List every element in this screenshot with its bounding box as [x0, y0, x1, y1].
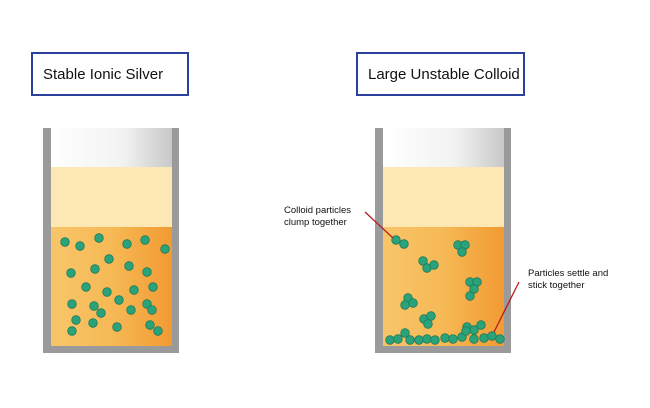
- silver-ion-particle: [89, 301, 99, 311]
- silver-ion-particle: [60, 237, 70, 247]
- large-unstable-colloid-title: Large Unstable Colloid: [356, 52, 525, 96]
- silver-ion-particle: [94, 233, 104, 243]
- silver-ion-particle: [67, 299, 77, 309]
- colloid-particle: [457, 247, 467, 257]
- silver-ion-particle: [126, 305, 136, 315]
- colloid-particle: [400, 300, 410, 310]
- right-particles: [385, 235, 505, 345]
- clump-annotation: Colloid particles clump together: [284, 205, 374, 229]
- settle-annotation-line2: stick together: [528, 280, 585, 291]
- colloid-particle: [400, 328, 410, 338]
- clump-annotation-line2: clump together: [284, 217, 347, 228]
- colloid-particle: [423, 319, 433, 329]
- colloid-particle: [495, 334, 505, 344]
- silver-ion-particle: [102, 287, 112, 297]
- colloid-particle: [408, 298, 418, 308]
- silver-ion-particle: [140, 235, 150, 245]
- colloid-particle: [414, 335, 424, 345]
- colloid-particle: [422, 334, 432, 344]
- silver-ion-particle: [142, 299, 152, 309]
- left-particles: [60, 233, 170, 336]
- clump-annotation-line1: Colloid particles: [284, 205, 352, 216]
- silver-ion-particle: [147, 305, 157, 315]
- colloid-particle: [418, 256, 428, 266]
- silver-ion-particle: [90, 264, 100, 274]
- silver-ion-particle: [104, 254, 114, 264]
- silver-ion-particle: [67, 326, 77, 336]
- colloid-particle: [476, 320, 486, 330]
- settle-annotation: Particles settle and stick together: [528, 268, 628, 292]
- colloid-particle: [469, 334, 479, 344]
- title-text-left: Stable Ionic Silver: [43, 65, 164, 83]
- colloid-particle: [393, 334, 403, 344]
- title-text-right: Large Unstable Colloid: [368, 65, 520, 83]
- colloid-particle: [440, 333, 450, 343]
- left-liquid-top-layer: [51, 167, 172, 227]
- colloid-particle: [465, 291, 475, 301]
- colloid-particle: [461, 326, 471, 336]
- colloid-particle: [405, 335, 415, 345]
- right-liquid-top-layer: [383, 167, 504, 227]
- silver-ion-particle: [148, 282, 158, 292]
- right-container-empty-space: [383, 128, 504, 167]
- silver-ion-particle: [142, 267, 152, 277]
- silver-ion-particle: [160, 244, 170, 254]
- silver-ion-particle: [124, 261, 134, 271]
- colloid-particle: [429, 260, 439, 270]
- colloid-particle: [399, 239, 409, 249]
- silver-ion-particle: [129, 285, 139, 295]
- silver-ion-particle: [145, 320, 155, 330]
- colloid-particle: [448, 334, 458, 344]
- silver-ion-particle: [81, 282, 91, 292]
- silver-ion-particle: [66, 268, 76, 278]
- silver-ion-particle: [75, 241, 85, 251]
- silver-ion-particle: [153, 326, 163, 336]
- silver-ion-particle: [88, 318, 98, 328]
- stable-ionic-silver-title: Stable Ionic Silver: [31, 52, 189, 96]
- silver-ion-particle: [71, 315, 81, 325]
- colloid-particle: [426, 311, 436, 321]
- clump-pointer-line: [364, 211, 394, 239]
- left-container-empty-space: [51, 128, 172, 167]
- silver-ion-particle: [122, 239, 132, 249]
- colloid-particle: [469, 284, 479, 294]
- colloid-particle: [391, 235, 401, 245]
- settle-annotation-line1: Particles settle and: [528, 268, 609, 279]
- colloid-particle: [487, 331, 497, 341]
- silver-ion-particle: [114, 295, 124, 305]
- colloid-particle: [479, 333, 489, 343]
- silver-ion-particle: [96, 308, 106, 318]
- colloid-particle: [430, 335, 440, 345]
- silver-ion-particle: [112, 322, 122, 332]
- settle-pointer-line: [493, 281, 520, 333]
- colloid-particle: [385, 335, 395, 345]
